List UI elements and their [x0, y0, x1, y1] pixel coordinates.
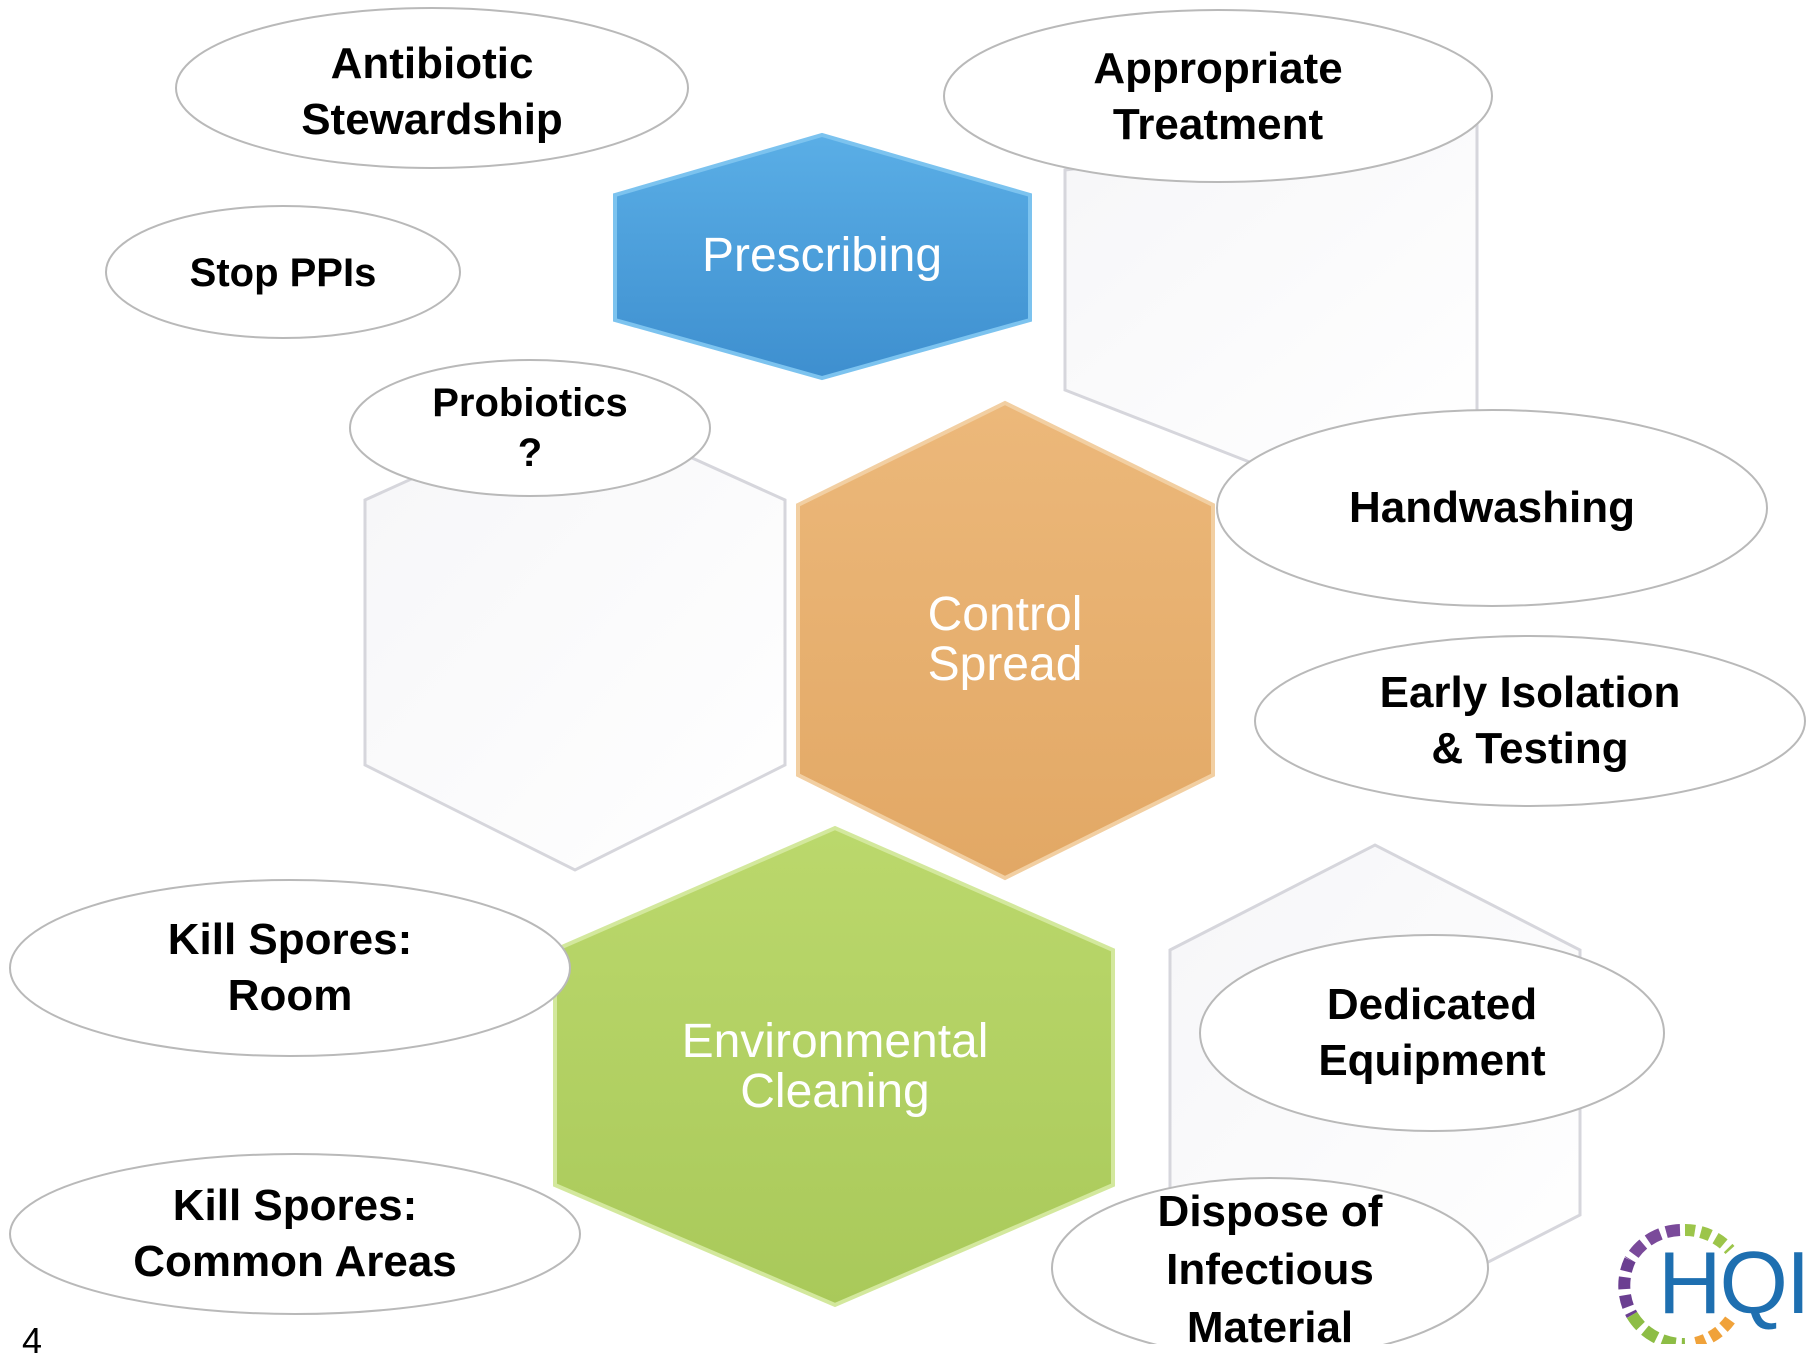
oval-appropriate-treatment [943, 9, 1493, 183]
label-line: Appropriate [1093, 44, 1343, 93]
hqi-logo-ring-icon [1618, 1223, 1735, 1350]
label-line: Probiotics [432, 381, 628, 425]
label-line: Kill Spores: [167, 915, 413, 964]
label-line: Room [227, 971, 353, 1020]
oval-dispose-infectious-material [1051, 1177, 1489, 1344]
handwashing-label: Handwashing [1349, 480, 1635, 536]
probiotics-label: Probiotics? [432, 378, 628, 478]
label-line: & Testing [1431, 724, 1629, 773]
label-line: Kill Spores: [172, 1181, 418, 1230]
label-line: Infectious [1166, 1245, 1374, 1294]
oval-antibiotic-stewardship [175, 7, 689, 169]
label-line: Treatment [1112, 100, 1324, 149]
early-isolation-testing-label: Early Isolation & Testing [1380, 665, 1681, 777]
label-line: Early Isolation [1379, 668, 1681, 717]
label-line: Cleaning [740, 1065, 930, 1118]
label-line: ? [517, 431, 543, 475]
label-line: Control [927, 588, 1083, 641]
page-number: 4 [22, 1320, 43, 1361]
prescribing-hexagon [613, 132, 1032, 381]
hqi-logo: HQI [1610, 1220, 1808, 1350]
kill-spores-common-areas-label: Kill Spores: Common Areas [133, 1178, 457, 1290]
kill-spores-room-label: Kill Spores: Room [168, 912, 413, 1024]
oval-handwashing [1216, 409, 1768, 607]
prescribing-label: Prescribing [702, 231, 942, 281]
label-line: Equipment [1318, 1036, 1546, 1085]
label-line: Dedicated [1326, 980, 1538, 1029]
oval-kill-spores-common-areas [9, 1153, 581, 1315]
environmental-cleaning-hexagon [553, 825, 1115, 1308]
oval-kill-spores-room [9, 879, 571, 1057]
label-line: Prescribing [701, 229, 943, 282]
oval-stop-ppis [105, 205, 461, 339]
control-spread-hexagon [796, 400, 1215, 881]
label-line: Spread [927, 638, 1083, 691]
label-line: Handwashing [1348, 483, 1636, 532]
label-line: Material [1186, 1303, 1354, 1352]
label-line: Stewardship [301, 95, 563, 144]
oval-probiotics [349, 359, 711, 497]
stop-ppis-label: Stop PPIs [190, 245, 377, 301]
hqi-logo-text: HQI [1658, 1233, 1808, 1332]
oval-early-isolation-testing [1254, 635, 1806, 807]
label-line: Dispose of [1157, 1187, 1383, 1236]
oval-dedicated-equipment [1199, 934, 1665, 1132]
label-line: Common Areas [133, 1237, 457, 1286]
label-line: Antibiotic [330, 39, 534, 88]
label-line: Stop PPIs [189, 251, 377, 295]
label-line: Environmental [681, 1015, 989, 1068]
